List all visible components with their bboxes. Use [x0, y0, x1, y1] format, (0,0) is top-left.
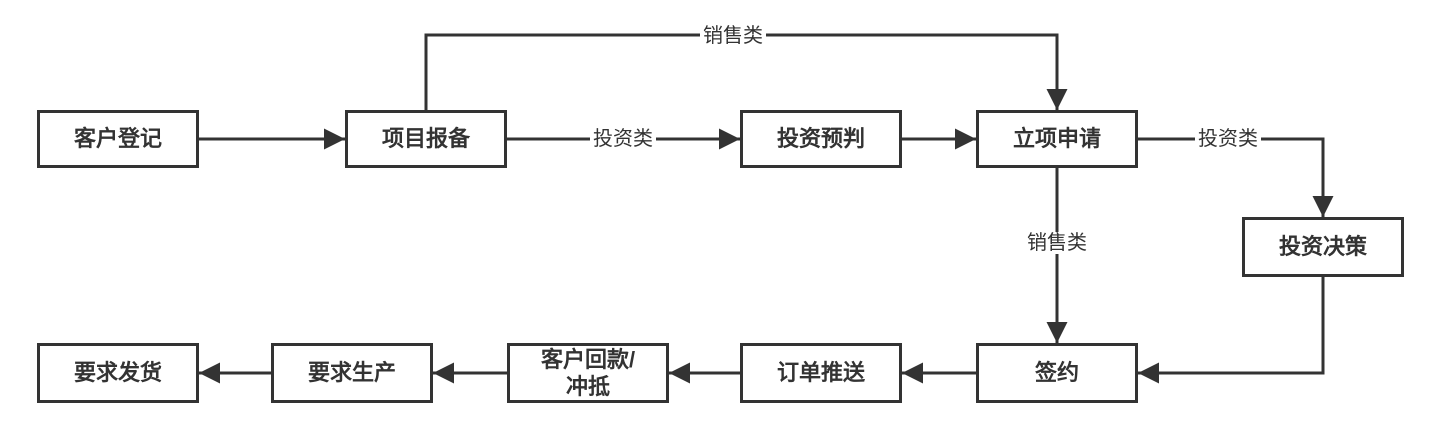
- node-project-filing: 项目报备: [345, 110, 507, 168]
- edge-label-investment-type-mid: 投资类: [590, 128, 656, 150]
- node-customer-payment-offset: 客户回款/ 冲抵: [507, 343, 669, 403]
- node-production-request: 要求生产: [271, 343, 433, 403]
- node-customer-registration: 客户登记: [37, 110, 199, 168]
- node-project-initiation-application: 立项申请: [976, 110, 1138, 168]
- edge-investment-decision-to-signing: [1138, 277, 1325, 384]
- edge-label-sales-type-down: 销售类: [1024, 232, 1090, 254]
- edge-label-sales-type-top: 销售类: [700, 25, 766, 47]
- node-shipping-request: 要求发货: [37, 343, 199, 403]
- node-order-push: 订单推送: [740, 343, 902, 403]
- node-investment-prejudgment: 投资预判: [740, 110, 902, 168]
- node-signing: 签约: [976, 343, 1138, 403]
- node-investment-decision: 投资决策: [1242, 217, 1404, 277]
- edge-project-initiation-to-investment-decision: [1138, 137, 1334, 217]
- edge-label-investment-type-right: 投资类: [1195, 128, 1261, 150]
